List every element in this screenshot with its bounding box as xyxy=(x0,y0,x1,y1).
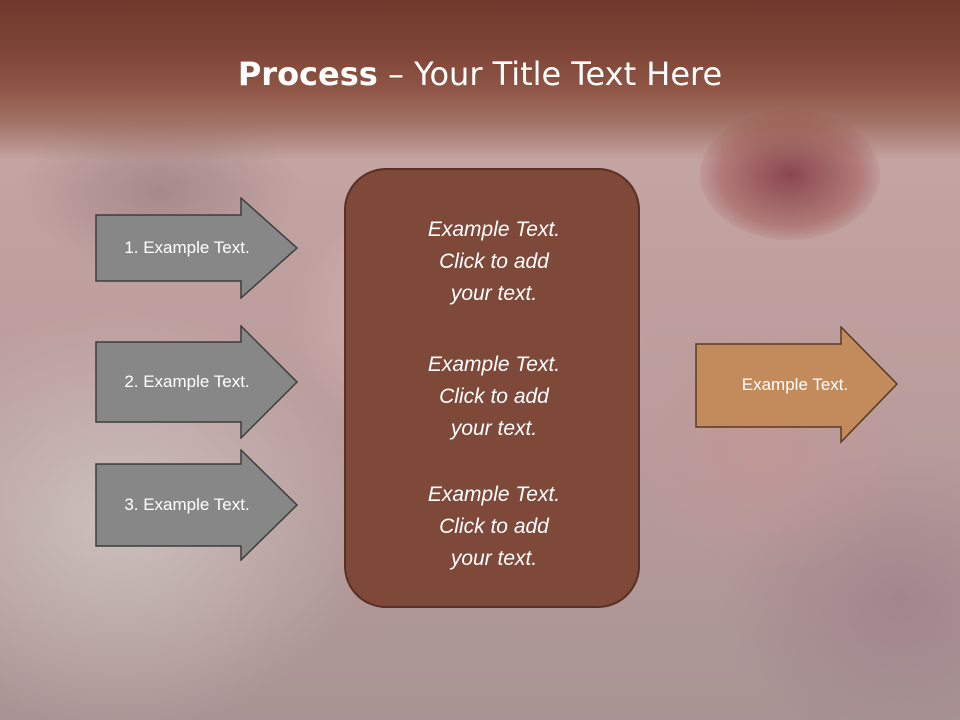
center-paragraph-3: Example Text. Click to add your text. xyxy=(427,483,561,570)
title-rest: – Your Title Text Here xyxy=(377,55,723,93)
process-arrow-3[interactable]: 3. Example Text. xyxy=(95,449,299,561)
process-arrow-2-label: 2. Example Text. xyxy=(124,372,250,391)
title-bar xyxy=(0,0,960,160)
center-paragraph-2: Example Text. Click to add your text. xyxy=(427,353,561,440)
slide-title[interactable]: Process – Your Title Text Here xyxy=(0,54,960,94)
title-bold-part: Process xyxy=(237,55,378,93)
result-arrow[interactable]: Example Text. xyxy=(695,326,899,444)
process-arrow-3-label: 3. Example Text. xyxy=(124,495,250,514)
process-arrow-2[interactable]: 2. Example Text. xyxy=(95,325,299,439)
center-text-box[interactable]: Example Text. Click to add your text. Ex… xyxy=(344,168,640,608)
center-paragraph-1: Example Text. Click to add your text. xyxy=(427,218,561,305)
process-arrow-1[interactable]: 1. Example Text. xyxy=(95,197,299,299)
process-arrow-1-label: 1. Example Text. xyxy=(124,238,250,257)
result-arrow-label: Example Text. xyxy=(741,375,849,394)
